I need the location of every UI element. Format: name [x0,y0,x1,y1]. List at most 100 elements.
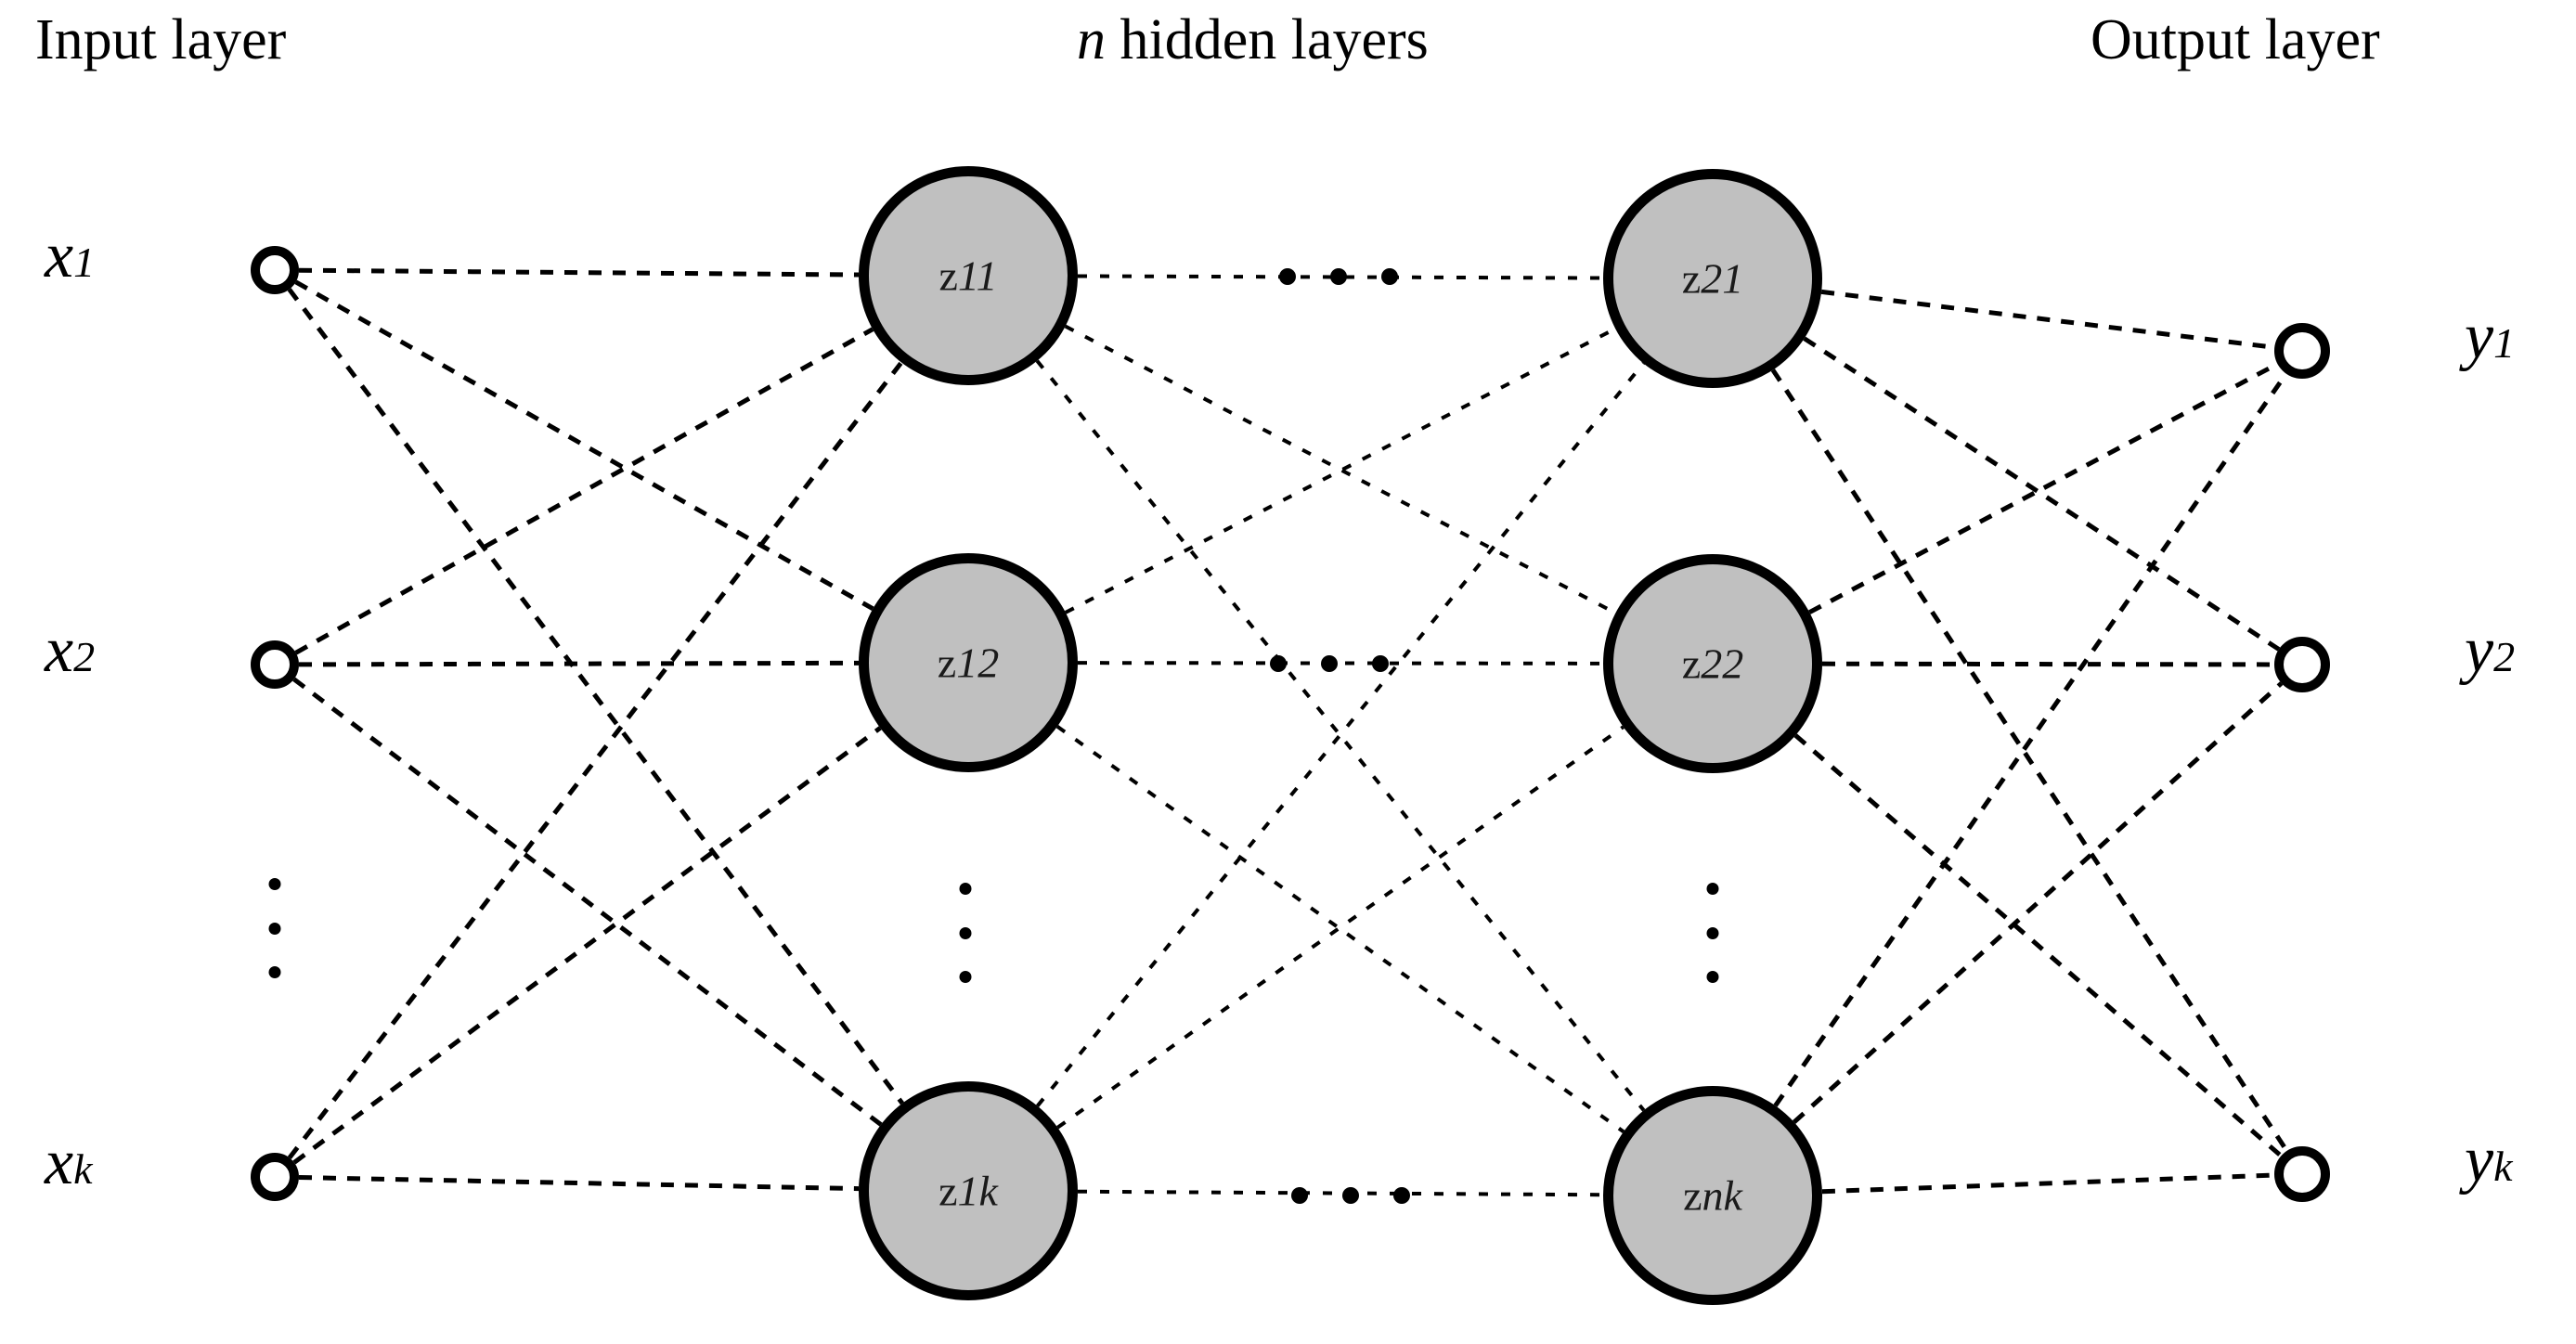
node-label-base: z [1683,1171,1702,1220]
output-node-label: yk [2465,1123,2513,1197]
edges-hiddenn-to-output [1770,289,2289,1195]
connection-edge [292,677,883,1127]
hidden-node[interactable] [859,1081,1078,1300]
ellipsis-dot [1279,268,1296,285]
header-output-text: Output layer [2091,8,2380,71]
output-node[interactable] [2274,323,2330,379]
connection-edge [294,327,874,655]
input-node[interactable] [251,1153,299,1201]
node-label-base: z [938,1167,958,1215]
connection-edge [298,660,860,667]
hidden-node-label: z1k [938,1167,998,1216]
ellipsis-dot [1291,1187,1308,1204]
io-label-subscript: k [73,1145,93,1193]
hidden-layer-n-vertical-ellipsis [1706,883,1719,983]
hidden-node[interactable] [1603,554,1822,773]
header-input-layer: Input layer [35,7,286,73]
io-label-base: y [2465,301,2494,372]
hidden-node-label: znk [1683,1171,1742,1221]
connection-edge [294,279,874,612]
connection-edge [1064,324,1617,615]
node-label-subscript: 11 [957,252,998,300]
input-node[interactable] [251,246,299,294]
connection-edge [298,267,860,278]
node-label-subscript: 1k [957,1167,998,1215]
connection-edge [1064,327,1617,614]
output-node[interactable] [2274,637,2330,692]
node-label-subscript: 21 [1701,254,1744,303]
io-label-base: y [2465,614,2494,686]
hidden-node[interactable] [1603,1086,1822,1305]
node-label-base: z [1681,640,1702,688]
connection-edge [1770,368,2289,1153]
header-output-layer: Output layer [2091,7,2380,73]
ellipsis-dot [1706,971,1719,983]
io-label-base: x [45,1127,74,1198]
connection-edge [1820,289,2275,350]
io-label-subscript: 2 [2493,633,2516,680]
io-label-subscript: 2 [73,633,96,680]
connection-edge [1773,372,2288,1107]
io-label-subscript: 1 [73,239,96,286]
hidden-layer-1-vertical-ellipsis [959,883,972,983]
io-label-base: y [2465,1124,2494,1195]
io-label-base: x [45,614,74,686]
network-nodes [251,166,2330,1305]
ellipsis-dot [1270,655,1287,672]
node-label-base: z [938,252,958,300]
hidden-node-label: z12 [938,639,999,688]
ellipsis-dot [959,926,972,939]
ellipsis-dot [1342,1187,1359,1204]
ellipsis-dot [268,878,281,890]
io-label-subscript: 1 [2493,319,2516,367]
connection-edge [1035,359,1646,1112]
hidden-node[interactable] [859,166,1078,385]
input-node[interactable] [251,640,299,689]
header-hidden-layers: n hidden layers [1077,7,1429,73]
header-hidden-text: hidden layers [1106,8,1429,71]
ellipsis-dot [268,966,281,978]
node-label-base: z [1681,254,1702,303]
connection-edge [1036,362,1645,1107]
hidden-layers-horizontal-ellipsis [1270,655,1389,672]
edges-hidden1-to-hiddenn [1035,274,1646,1197]
hidden-layers-horizontal-ellipsis [1291,1187,1410,1204]
ellipsis-dot [959,971,972,983]
ellipsis-dot [1393,1187,1410,1204]
header-hidden-n: n [1077,8,1106,71]
output-node[interactable] [2274,1146,2330,1202]
connection-edge [1055,725,1625,1133]
header-input-text: Input layer [35,8,287,71]
edges-input-to-hidden1 [287,267,905,1192]
hidden-node-label: z22 [1682,640,1743,689]
node-label-subscript: nk [1702,1171,1742,1220]
ellipsis-dot [1381,268,1398,285]
connection-edge [287,361,904,1159]
hidden-node-label: z11 [938,252,997,301]
connection-edge [1821,1172,2275,1195]
ellipsis-dot [1321,655,1338,672]
connection-edge [298,1175,860,1192]
node-label-subscript: 22 [1701,640,1744,688]
connection-edge [292,726,882,1165]
node-label-subscript: 12 [956,639,1000,687]
ellipsis-dot [1330,268,1347,285]
connection-edge [1793,681,2284,1124]
hidden-layers-horizontal-ellipsis [1279,268,1398,285]
connection-edge [287,288,905,1105]
input-node-label: x1 [45,219,95,293]
connection-edge [1803,336,2281,652]
hidden-node[interactable] [1603,169,1822,388]
ellipsis-dot [268,922,281,935]
io-label-base: x [45,220,74,291]
connection-edge [1793,733,2283,1158]
ellipsis-dot [1706,926,1719,939]
node-label-base: z [937,639,957,687]
output-node-label: y2 [2465,614,2515,688]
ellipsis-dot [1372,655,1389,672]
input-node-label: xk [45,1126,93,1200]
hidden-node-label: z21 [1682,254,1743,304]
hidden-node[interactable] [859,553,1078,772]
connection-edge [1808,361,2279,614]
